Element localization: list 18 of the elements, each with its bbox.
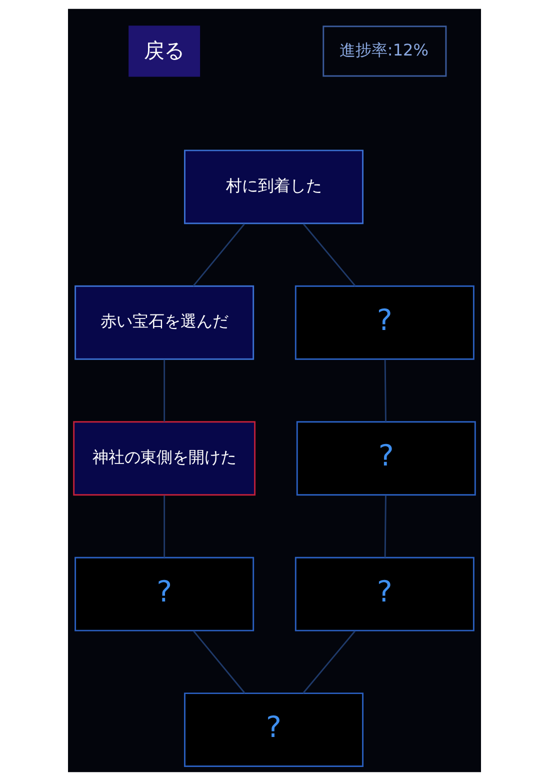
label: 戻る bbox=[143, 38, 184, 62]
connector bbox=[163, 360, 165, 422]
connector bbox=[302, 630, 356, 694]
node-box: ? bbox=[296, 421, 476, 496]
node-box: ? bbox=[294, 285, 474, 360]
label: 進捗率:12% bbox=[338, 40, 428, 60]
connector bbox=[192, 224, 244, 286]
connector bbox=[163, 495, 165, 558]
node-box: ? bbox=[74, 556, 254, 632]
connector bbox=[384, 360, 386, 422]
node-box: ? bbox=[184, 692, 364, 768]
node-box: ? bbox=[294, 556, 474, 632]
connector bbox=[192, 630, 245, 694]
node-box: 赤い宝石を選んだ bbox=[74, 285, 254, 360]
node-box: 村に到着した bbox=[184, 150, 364, 224]
connector bbox=[384, 495, 386, 558]
connector bbox=[302, 224, 356, 286]
node-box: 神社の東側を開けた bbox=[72, 421, 256, 496]
